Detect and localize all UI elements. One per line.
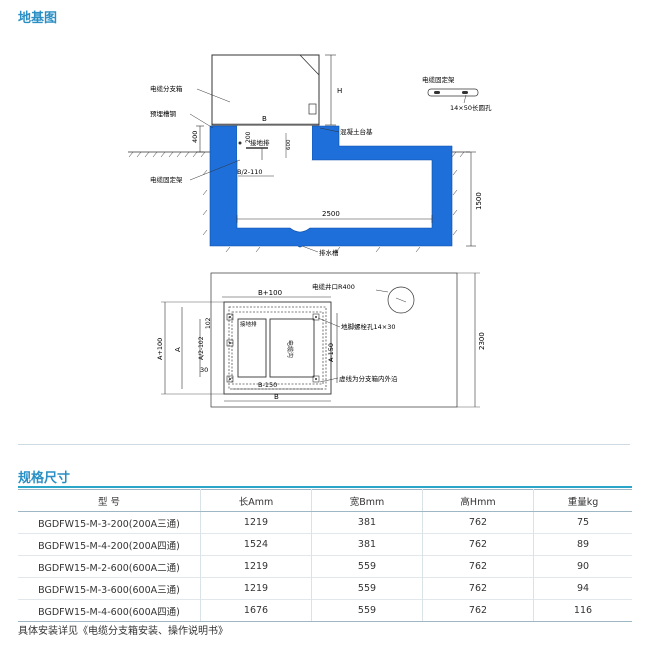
section-rule (18, 486, 632, 488)
foundation-drawing: H 400 200 600 B B/2-110 2500 (128, 54, 492, 408)
dim-A-plus-100: A+100 (156, 338, 164, 360)
label-bracket-legend: 电缆固定架 (422, 75, 455, 84)
dim-H: H (337, 87, 342, 95)
plan-outer (210, 272, 458, 408)
dim-B: B (262, 115, 267, 123)
dim-A-minus-150: A-150 (327, 343, 335, 362)
section-title-foundation: 地基图 (18, 11, 58, 26)
dim-B2-110: B/2-110 (237, 168, 263, 176)
dim-600: 600 (286, 139, 292, 150)
cable-well (387, 286, 415, 314)
col-length: 长Amm (200, 489, 312, 512)
label-dashed: 虚线为分支箱内外沿 (339, 374, 398, 383)
dim-1500: 1500 (475, 192, 483, 210)
dim-A: A (174, 347, 182, 352)
col-width: 宽Bmm (311, 489, 423, 512)
table-row: BGDFW15-M-4-200(200A四通) 1524 381 762 89 (18, 533, 632, 556)
label-ground-bar-plan: 接地排 (240, 320, 257, 328)
label-cable-well: 电缆井口R400 (312, 282, 355, 291)
spec-table: 型 号 长Amm 宽Bmm 高Hmm 重量kg BGDFW15-M-3-200(… (18, 489, 632, 622)
table-row: BGDFW15-M-3-200(200A三通) 1219 381 762 75 (18, 511, 632, 534)
col-weight: 重量kg (533, 489, 632, 512)
section-title-specs: 规格尺寸 (18, 471, 71, 486)
label-cable-hole: 电缆沟 (286, 340, 294, 358)
label-ground-bar-section: 接地排 (250, 138, 270, 147)
dim-B-bottom: B (274, 393, 279, 401)
table-row: BGDFW15-M-3-600(600A三通) 1219 559 762 94 (18, 577, 632, 600)
cabinet-outline (211, 54, 320, 126)
table-row: BGDFW15-M-4-600(600A四通) 1676 559 762 116 (18, 599, 632, 622)
col-height: 高Hmm (422, 489, 534, 512)
label-channel-steel: 预埋槽钢 (150, 109, 177, 118)
footnote: 具体安装详见《电缆分支箱安装、操作说明书》 (18, 626, 228, 637)
label-bracket: 电缆固定架 (150, 175, 183, 184)
dim-2300: 2300 (478, 332, 486, 350)
table-header-row: 型 号 长Amm 宽Bmm 高Hmm 重量kg (18, 489, 632, 512)
drawing-frame (18, 28, 630, 445)
label-drain: 排水槽 (319, 248, 339, 257)
dim-B-plus-100: B+100 (258, 289, 282, 297)
label-slot: 14×50长圆孔 (450, 103, 492, 112)
label-cabinet: 电缆分支箱 (150, 84, 183, 93)
dim-200: 200 (245, 131, 252, 143)
label-anchor-hole: 地脚螺栓孔14×30 (341, 322, 396, 331)
dim-30: 30 (200, 366, 208, 374)
plan-foundation (223, 301, 332, 395)
dim-400: 400 (191, 131, 199, 143)
dim-A2-102: A/2-102 (198, 336, 205, 360)
table-row: BGDFW15-M-2-600(600A二通) 1219 559 762 90 (18, 555, 632, 578)
dim-2500: 2500 (322, 210, 340, 218)
label-concrete: 混凝土台基 (340, 127, 373, 136)
dim-102: 102 (205, 317, 212, 329)
dim-B-minus-150: B-150 (258, 381, 277, 389)
col-model: 型 号 (18, 489, 201, 512)
